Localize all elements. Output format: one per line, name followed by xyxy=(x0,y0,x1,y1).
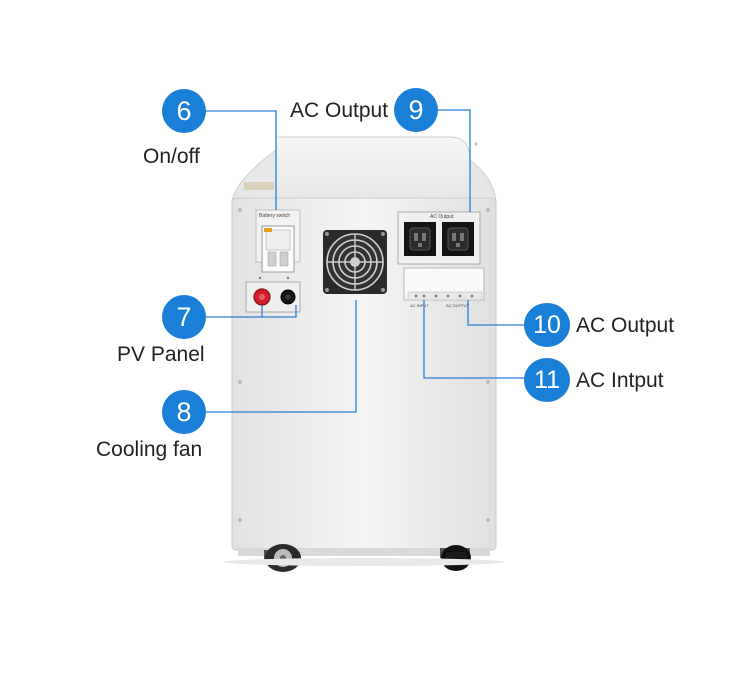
callout-label-on-off: On/off xyxy=(143,145,200,168)
callout-badge-6: 6 xyxy=(162,89,206,133)
sticker xyxy=(244,182,274,190)
cabinet-base xyxy=(238,548,490,556)
callout-badge-9: 9 xyxy=(394,88,438,132)
screws xyxy=(238,142,490,522)
callout-label-pv-panel: PV Panel xyxy=(117,343,205,366)
cabinet-top xyxy=(275,136,471,201)
cooling-fan xyxy=(323,230,387,294)
terminal-right-label: AC OUTPUT xyxy=(446,303,470,308)
callout-label-cooling-fan: Cooling fan xyxy=(96,438,203,461)
callout-label-ac-input: AC Intput xyxy=(576,369,664,392)
callout-badge-7: 7 xyxy=(162,295,206,339)
callout-badge-10: 10 xyxy=(524,303,570,347)
callout-badge-11: 11 xyxy=(524,358,570,402)
switch-panel-label: Battery switch xyxy=(259,213,291,219)
wheel-right xyxy=(440,545,471,571)
socket-panel-label: AC Output xyxy=(430,214,454,220)
callout-lines xyxy=(200,109,525,413)
callout-label-ac-output-right: AC Output xyxy=(576,314,675,337)
callout-badge-8: 8 xyxy=(162,390,206,434)
terminal-left-label: AC INPUT xyxy=(410,303,429,308)
callout-label-ac-output-top: AC Output xyxy=(290,99,389,122)
